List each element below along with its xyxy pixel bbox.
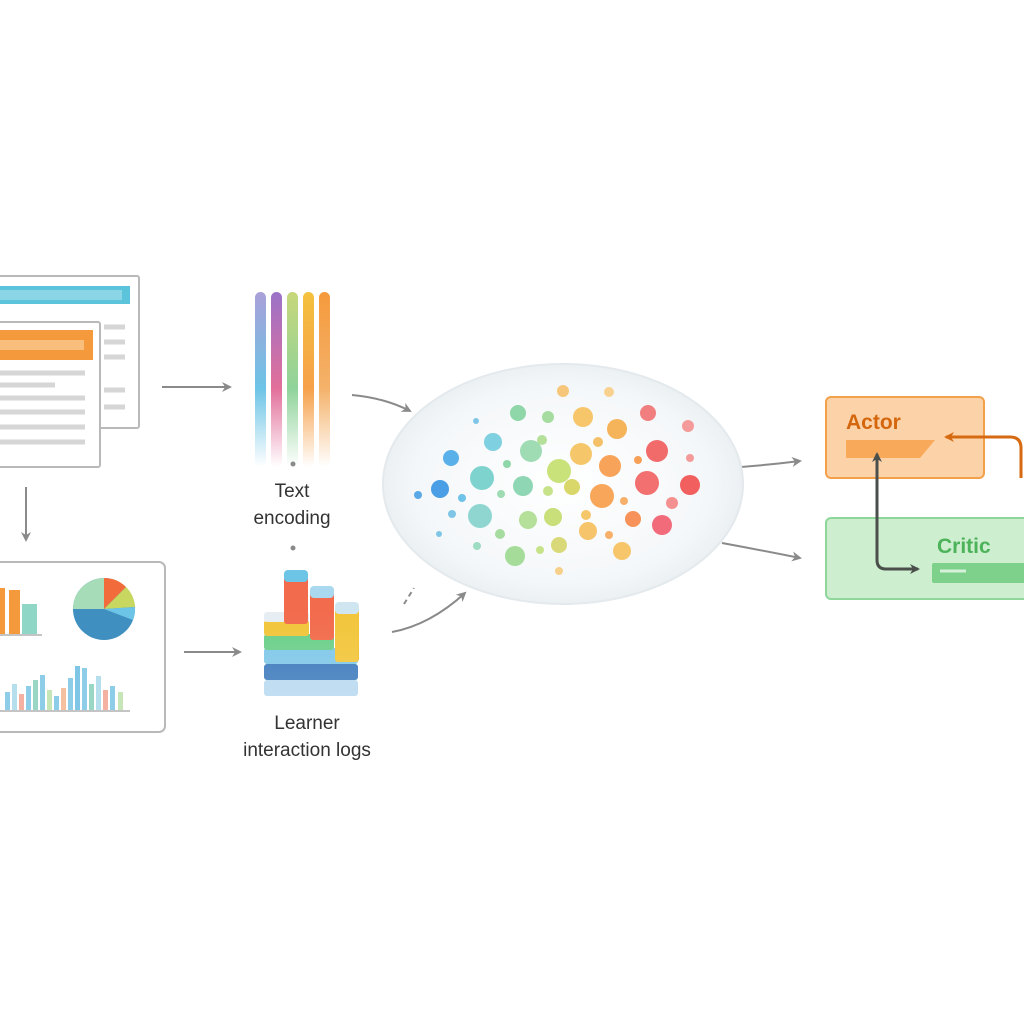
learner-logs-label-line2: interaction logs <box>243 740 371 761</box>
actor-critic-loop-arrows <box>872 432 1023 574</box>
critic-label: Critic <box>937 535 991 558</box>
text-encoding-label: Text encoding <box>232 478 352 532</box>
actor-box <box>825 396 985 479</box>
arrow-cluster-to-critic <box>721 542 802 562</box>
embedding-bars-icon <box>255 292 330 551</box>
document-stack-icon <box>0 275 140 468</box>
learner-logs-label-line1: Learner <box>274 713 340 734</box>
dashboard-histogram <box>0 666 130 712</box>
stacked-logs-icon <box>264 570 359 696</box>
text-encoding-label-line2: encoding <box>253 508 331 529</box>
learner-logs-label: Learner interaction logs <box>212 710 402 764</box>
latent-space-cluster-icon <box>382 363 744 605</box>
critic-box <box>825 517 1024 600</box>
arrow-return-to-actor <box>944 432 1023 478</box>
text-encoding-label-line1: Text <box>274 481 310 502</box>
dashboard-bar-chart <box>0 588 42 636</box>
arrow-actor-to-critic <box>875 548 920 574</box>
arrow-encoding-to-cluster <box>351 394 412 412</box>
arrow-logs-to-cluster <box>391 591 467 633</box>
dashboard-pie-chart <box>73 577 136 640</box>
analytics-dashboard-icon <box>0 561 166 733</box>
actor-label: Actor <box>846 411 901 434</box>
